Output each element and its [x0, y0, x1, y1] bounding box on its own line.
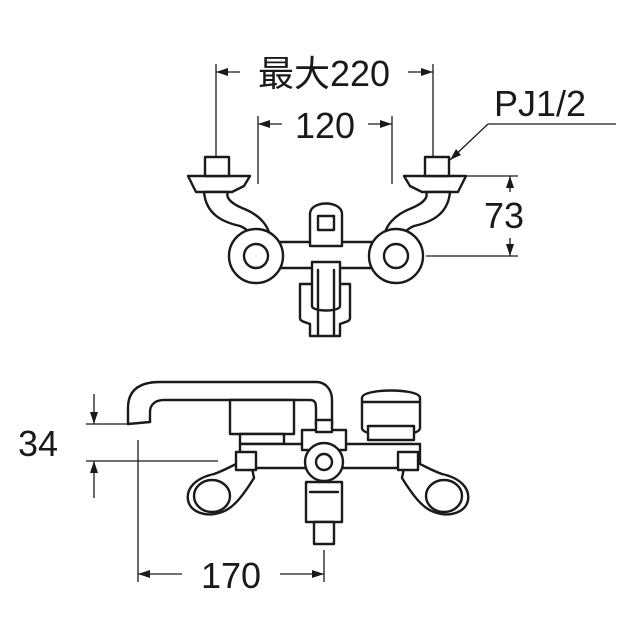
right-eccentric-inner [382, 242, 410, 270]
max-width-label: 最大220 [258, 53, 390, 94]
side-center-valve [300, 418, 348, 483]
height-top-label: 73 [484, 195, 524, 236]
thread-label: PJ1/2 [494, 83, 586, 124]
height-side-label: 34 [18, 423, 58, 464]
inner-width-label: 120 [295, 105, 355, 146]
side-left-eccentric [186, 450, 258, 516]
side-upper-body [228, 398, 296, 436]
top-view [186, 155, 468, 338]
side-handle [360, 389, 422, 442]
top-spout [298, 260, 352, 338]
top-dimensions: 最大220 120 PJ1/2 73 [215, 53, 616, 257]
side-view [126, 380, 470, 546]
side-lower-spout [304, 480, 344, 546]
side-spout-pipe [126, 380, 334, 428]
side-right-eccentric [396, 450, 470, 516]
reach-label: 170 [201, 555, 261, 596]
side-dimensions: 34 170 [18, 394, 325, 596]
left-eccentric-inner [242, 242, 270, 270]
